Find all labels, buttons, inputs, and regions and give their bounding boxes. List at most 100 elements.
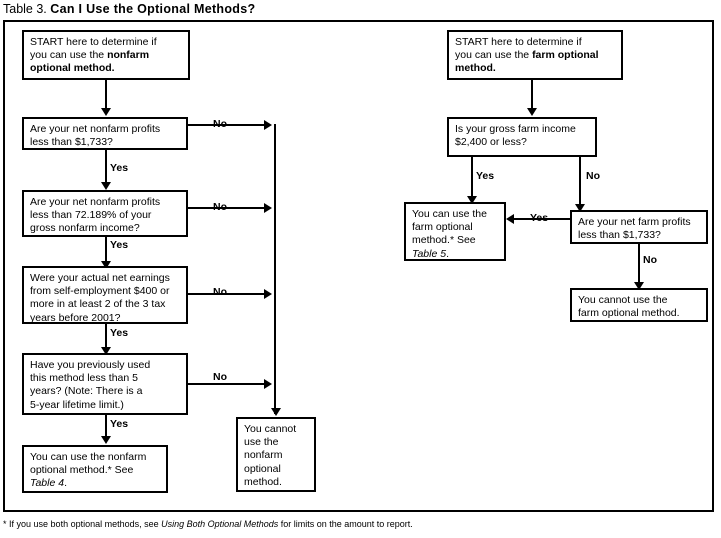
nonfarm-result-yes-box: You can use the nonfarm optional method.… bbox=[22, 445, 168, 493]
connector-nonfarm-start-to-q1 bbox=[105, 80, 107, 110]
arrowhead-nonfarm-q4-yes bbox=[101, 436, 111, 444]
farm-q1-line1: Is your gross farm income bbox=[455, 123, 576, 135]
arrowhead-nonfarm-q1-no bbox=[264, 120, 272, 130]
farm-result-no-line2: farm optional method. bbox=[578, 307, 680, 320]
connector-nonfarm-q4-no bbox=[188, 383, 270, 385]
nonfarm-q1-line2: less than $1,733? bbox=[30, 136, 113, 149]
page-title: Table 3. Can I Use the Optional Methods? bbox=[3, 1, 255, 17]
connector-farm-q2-yes bbox=[514, 218, 570, 220]
connector-nonfarm-q1-no bbox=[188, 124, 270, 126]
arrowhead-nonfarm-start-to-q1 bbox=[101, 108, 111, 116]
farm-result-no-line1: You cannot use the bbox=[578, 294, 668, 306]
nonfarm-result-no-line3: nonfarm bbox=[244, 449, 283, 462]
arrowhead-farm-q1-no bbox=[575, 204, 585, 212]
footnote-italic-ref: Using Both Optional Methods bbox=[161, 519, 279, 529]
arrowhead-farm-q1-yes bbox=[467, 196, 477, 204]
label-nonfarm-q4-yes: Yes bbox=[110, 418, 129, 430]
arrowhead-nonfarm-q3-no bbox=[264, 289, 272, 299]
title-question: Can I Use the Optional Methods? bbox=[50, 2, 256, 16]
nonfarm-q2-line3: gross nonfarm income? bbox=[30, 222, 140, 235]
nonfarm-q4-line1: Have you previously used bbox=[30, 359, 151, 371]
nonfarm-start-line1: START here to determine if bbox=[30, 36, 157, 48]
nonfarm-q3-line4: years before 2001? bbox=[30, 311, 121, 324]
arrowhead-nonfarm-q3-yes bbox=[101, 347, 111, 355]
nonfarm-q2-line1: Are your net nonfarm profits bbox=[30, 196, 161, 208]
farm-result-yes-box: You can use the farm optional method.* S… bbox=[404, 202, 506, 261]
nonfarm-result-no-line1: You cannot bbox=[244, 423, 297, 435]
farm-start-line3: method. bbox=[455, 62, 496, 75]
nonfarm-result-no-line2: use the bbox=[244, 436, 279, 449]
nonfarm-result-yes-line2: optional method.* See bbox=[30, 464, 134, 477]
connector-nonfarm-q2-yes bbox=[105, 237, 107, 265]
nonfarm-q3-line1: Were your actual net earnings bbox=[30, 272, 170, 284]
connector-nonfarm-q2-no bbox=[188, 207, 270, 209]
arrowhead-nonfarm-q4-no bbox=[264, 379, 272, 389]
arrowhead-nonfarm-no-rail bbox=[271, 408, 281, 416]
nonfarm-q3-line2: from self-employment $400 or bbox=[30, 285, 170, 298]
footnote: * If you use both optional methods, see … bbox=[3, 518, 413, 530]
label-farm-q1-no: No bbox=[586, 170, 600, 182]
connector-nonfarm-q4-yes bbox=[105, 415, 107, 438]
title-prefix: Table 3. bbox=[3, 2, 47, 16]
connector-nonfarm-q1-yes bbox=[105, 150, 107, 184]
label-nonfarm-q3-no: No bbox=[213, 286, 227, 298]
label-nonfarm-q3-yes: Yes bbox=[110, 327, 129, 339]
nonfarm-q1-box: Are your net nonfarm profits less than $… bbox=[22, 117, 188, 150]
nonfarm-q3-line3: more in at least 2 of the 3 tax bbox=[30, 298, 166, 311]
nonfarm-result-no-box: You cannot use the nonfarm optional meth… bbox=[236, 417, 316, 492]
nonfarm-result-yes-line1: You can use the nonfarm bbox=[30, 451, 147, 463]
nonfarm-start-line2: you can use the nonfarm bbox=[30, 49, 150, 62]
farm-q1-box: Is your gross farm income $2,400 or less… bbox=[447, 117, 597, 157]
nonfarm-q4-line2: this method less than 5 bbox=[30, 372, 138, 385]
label-nonfarm-q2-yes: Yes bbox=[110, 239, 129, 251]
farm-start-box: START here to determine if you can use t… bbox=[447, 30, 623, 80]
connector-nonfarm-q3-no bbox=[188, 293, 270, 295]
chart-frame bbox=[3, 20, 714, 512]
label-nonfarm-q1-no: No bbox=[213, 118, 227, 130]
nonfarm-q4-box: Have you previously used this method les… bbox=[22, 353, 188, 415]
footnote-text-after: for limits on the amount to report. bbox=[280, 519, 413, 529]
farm-q2-box: Are your net farm profits less than $1,7… bbox=[570, 210, 708, 244]
arrowhead-nonfarm-q1-yes bbox=[101, 182, 111, 190]
arrowhead-nonfarm-q2-no bbox=[264, 203, 272, 213]
nonfarm-q2-box: Are your net nonfarm profits less than 7… bbox=[22, 190, 188, 237]
arrowhead-farm-start-to-q1 bbox=[527, 108, 537, 116]
nonfarm-q1-line1: Are your net nonfarm profits bbox=[30, 123, 161, 135]
label-nonfarm-q4-no: No bbox=[213, 371, 227, 383]
footnote-text-before: If you use both optional methods, see bbox=[9, 519, 159, 529]
farm-result-no-box: You cannot use the farm optional method. bbox=[570, 288, 708, 322]
farm-start-line1: START here to determine if bbox=[455, 36, 582, 48]
nonfarm-start-line3: optional method. bbox=[30, 62, 115, 75]
arrowhead-nonfarm-q2-yes bbox=[101, 261, 111, 269]
nonfarm-result-yes-line3: Table 4. bbox=[30, 477, 67, 490]
nonfarm-result-no-line4: optional bbox=[244, 462, 281, 475]
label-farm-q2-yes: Yes bbox=[530, 212, 549, 224]
nonfarm-start-box: START here to determine if you can use t… bbox=[22, 30, 190, 80]
farm-start-line2: you can use the farm optional bbox=[455, 49, 599, 62]
farm-result-yes-line4: Table 5. bbox=[412, 247, 449, 260]
connector-farm-start-to-q1 bbox=[531, 80, 533, 110]
nonfarm-q2-line2: less than 72.189% of your bbox=[30, 209, 152, 222]
connector-nonfarm-q3-yes bbox=[105, 324, 107, 351]
farm-result-yes-line2: farm optional bbox=[412, 221, 473, 234]
nonfarm-q4-line3: years? (Note: There is a bbox=[30, 385, 143, 398]
farm-q2-line1: Are your net farm profits bbox=[578, 216, 691, 228]
farm-result-yes-line1: You can use the bbox=[412, 208, 487, 220]
arrowhead-farm-q2-no bbox=[634, 282, 644, 290]
label-farm-q1-yes: Yes bbox=[476, 170, 495, 182]
arrowhead-farm-q2-yes bbox=[506, 214, 514, 224]
connector-nonfarm-no-rail bbox=[274, 124, 276, 414]
connector-farm-q1-yes bbox=[471, 157, 473, 202]
farm-result-yes-line3: method.* See bbox=[412, 234, 476, 247]
nonfarm-q3-box: Were your actual net earnings from self-… bbox=[22, 266, 188, 324]
label-farm-q2-no: No bbox=[643, 254, 657, 266]
label-nonfarm-q2-no: No bbox=[213, 201, 227, 213]
label-nonfarm-q1-yes: Yes bbox=[110, 162, 129, 174]
farm-q2-line2: less than $1,733? bbox=[578, 229, 661, 242]
footnote-marker: * bbox=[3, 519, 7, 529]
nonfarm-q4-line4: 5-year lifetime limit.) bbox=[30, 398, 124, 411]
nonfarm-result-no-line5: method. bbox=[244, 475, 282, 488]
farm-q1-line2: $2,400 or less? bbox=[455, 136, 527, 149]
connector-farm-q1-no bbox=[579, 157, 581, 210]
